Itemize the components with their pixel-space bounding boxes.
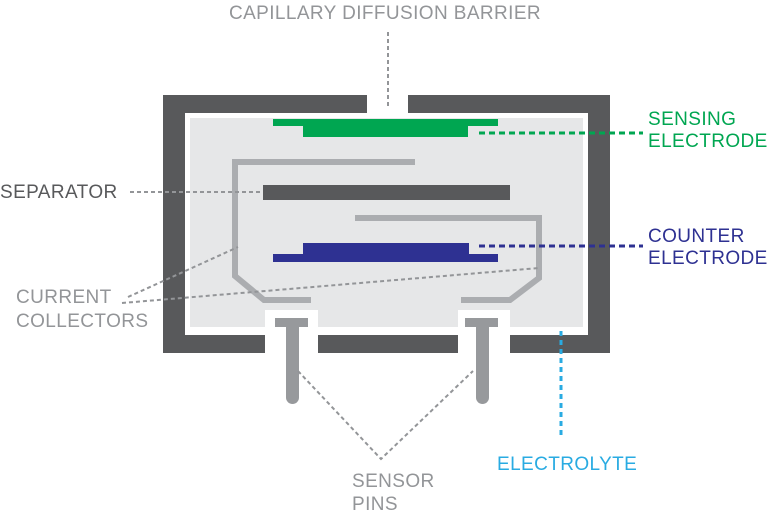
current-collectors-label: CURRENT COLLECTORS [16,287,149,332]
separator-label: SEPARATOR [0,182,118,203]
separator-bar [263,185,510,200]
diagram-title: CAPILLARY DIFFUSION BARRIER [228,3,542,24]
pin-right-flange [465,318,498,327]
pin-right-stem [476,327,489,404]
sensor-case-top-right [408,95,610,113]
sensor-case-bottom-left [163,335,265,353]
sensor-case-top-left [163,95,367,113]
sensor-pins-label: SENSOR PINS [352,471,435,515]
sensor-case-left-wall [163,95,185,353]
pin-left-flange [275,318,308,327]
electrolyte-label: ELECTROLYTE [497,454,638,475]
sensing-electrode-label: SENSING ELECTRODE [648,109,768,152]
counter-electrode-strip [273,254,498,262]
sensor-case-right-wall [588,95,610,353]
counter-electrode-label: COUNTER ELECTRODE [648,226,768,269]
sensor-case-bottom-right [510,335,610,353]
counter-electrode-body [303,243,469,254]
sensing-electrode-strip [273,119,498,126]
sensor-case-bottom-middle [318,335,458,353]
electrolyte-region [190,118,583,327]
sensor-pins-leader [297,370,474,461]
pin-left-stem [286,327,299,404]
sensing-electrode-body [303,126,468,137]
